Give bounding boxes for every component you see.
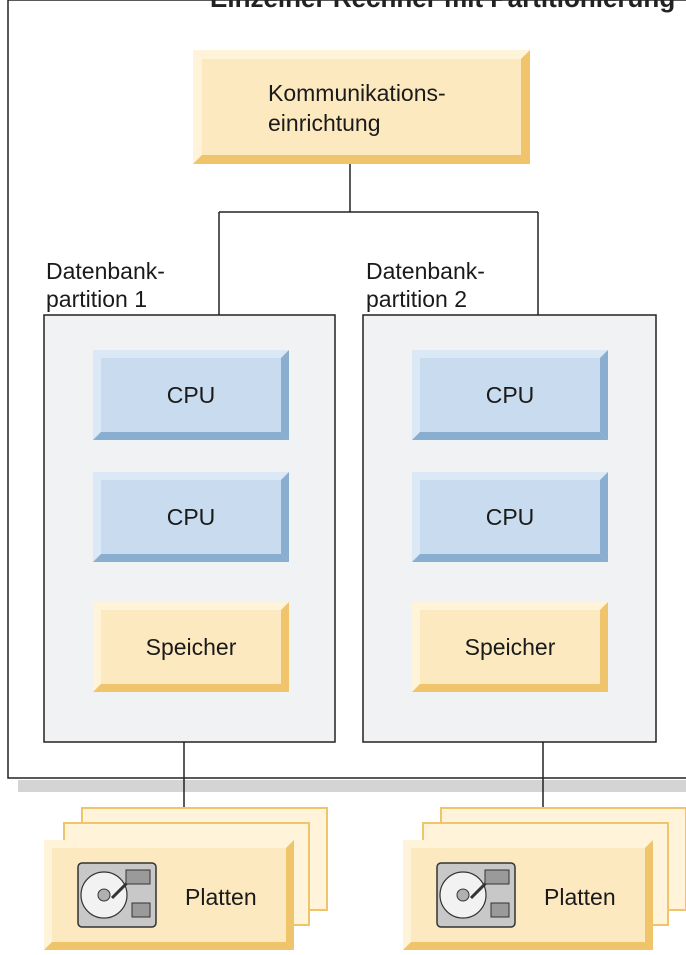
partition-1-cpu-1-label: CPU xyxy=(166,382,216,408)
partition-1-cpu-2 xyxy=(93,472,289,562)
partition-2-cpu-1-label: CPU xyxy=(485,382,535,408)
partition-2-cpu-1 xyxy=(412,350,608,440)
disk-stack-1-front xyxy=(44,840,294,950)
hard-disk-icon xyxy=(436,862,516,928)
partition-2-cpu-2 xyxy=(412,472,608,562)
partition-1-label-line1: Datenbank- xyxy=(46,258,165,284)
partition-2-memory xyxy=(412,602,608,692)
disk-stack-2-label: Platten xyxy=(544,884,616,910)
partition-1-cpu-1 xyxy=(93,350,289,440)
system-frame xyxy=(7,0,686,779)
communication-label-line2: einrichtung xyxy=(268,110,381,136)
partition-1-memory-label: Speicher xyxy=(145,634,237,660)
partition-1-label-line2: partition 1 xyxy=(46,286,148,312)
communication-box xyxy=(193,50,530,164)
system-frame-shadow xyxy=(18,780,686,792)
partition-2-memory-label: Speicher xyxy=(464,634,556,660)
disk-stack-1-label: Platten xyxy=(185,884,257,910)
disk-stack-2 xyxy=(403,807,686,950)
hard-disk-icon xyxy=(77,862,157,928)
partition-1-memory xyxy=(93,602,289,692)
partition-2-label-line2: partition 2 xyxy=(366,286,468,312)
system-title: Einzelner Rechner mit Partitionierung xyxy=(210,0,675,13)
partition-2-label-line1: Datenbank- xyxy=(366,258,485,284)
partition-2-cpu-2-label: CPU xyxy=(485,504,535,530)
communication-label-line1: Kommunikations- xyxy=(268,80,446,106)
partition-1-cpu-2-label: CPU xyxy=(166,504,216,530)
